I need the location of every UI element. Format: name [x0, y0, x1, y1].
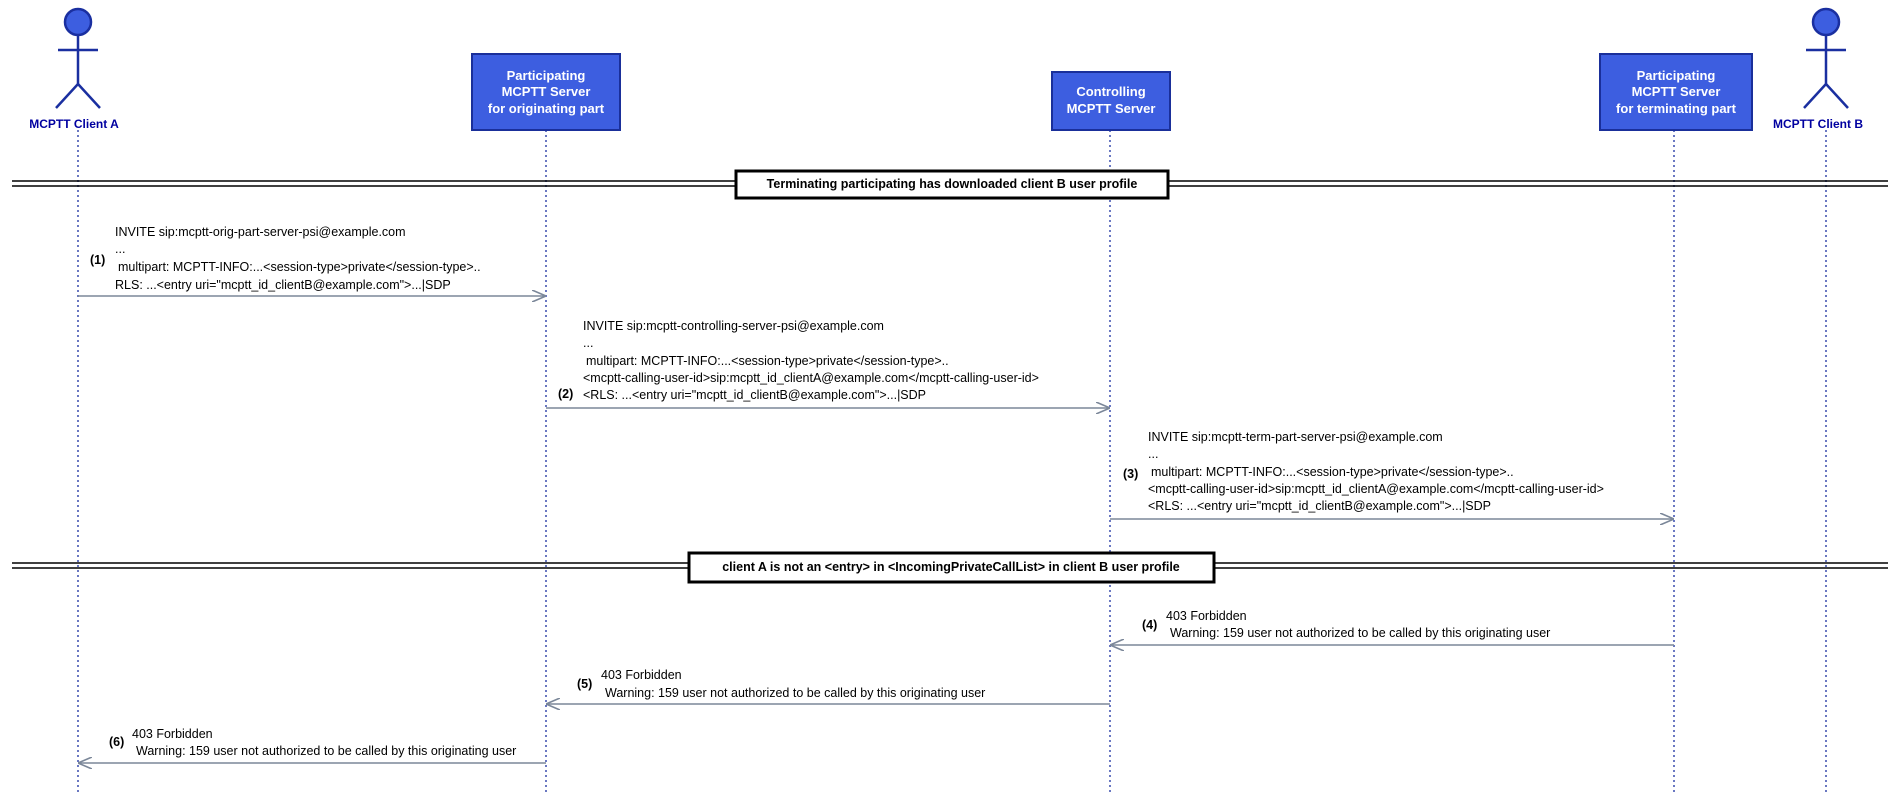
- message-3-number: (3): [1123, 467, 1138, 481]
- orig-server-label-1: Participating: [507, 68, 586, 83]
- message-2-line-3: multipart: MCPTT-INFO:...<session-type>p…: [586, 354, 949, 368]
- term-server-label-3: for terminating part: [1616, 101, 1737, 116]
- note-profile-downloaded: Terminating participating has downloaded…: [12, 169, 1888, 200]
- ctrl-server-label-1: Controlling: [1076, 84, 1145, 99]
- message-3-line-2: ...: [1148, 447, 1158, 461]
- message-1: (1) INVITE sip:mcptt-orig-part-server-ps…: [78, 225, 545, 296]
- message-4-line-2: Warning: 159 user not authorized to be c…: [1170, 626, 1550, 640]
- message-1-line-2: ...: [115, 242, 125, 256]
- message-1-line-1: INVITE sip:mcptt-orig-part-server-psi@ex…: [115, 225, 406, 239]
- message-4-line-1: 403 Forbidden: [1166, 609, 1247, 623]
- ctrl-server-box: Controlling MCPTT Server: [1051, 71, 1171, 131]
- message-3-line-3: multipart: MCPTT-INFO:...<session-type>p…: [1151, 465, 1514, 479]
- message-2-line-1: INVITE sip:mcptt-controlling-server-psi@…: [583, 319, 884, 333]
- message-3-line-1: INVITE sip:mcptt-term-part-server-psi@ex…: [1148, 430, 1443, 444]
- message-5-line-2: Warning: 159 user not authorized to be c…: [605, 686, 985, 700]
- term-server-label-2: MCPTT Server: [1632, 84, 1721, 99]
- message-3-line-5: <RLS: ...<entry uri="mcptt_id_clientB@ex…: [1148, 499, 1491, 513]
- message-5-number: (5): [577, 677, 592, 691]
- message-2-line-5: <RLS: ...<entry uri="mcptt_id_clientB@ex…: [583, 388, 926, 402]
- message-1-number: (1): [90, 253, 105, 267]
- message-3: (3) INVITE sip:mcptt-term-part-server-ps…: [1110, 430, 1673, 519]
- note-2-text: client A is not an <entry> in <IncomingP…: [722, 560, 1180, 574]
- message-4-number: (4): [1142, 618, 1157, 632]
- client-a-label: MCPTT Client A: [29, 117, 119, 131]
- orig-server-label-3: for originating part: [488, 101, 605, 116]
- message-5: (5) 403 Forbidden Warning: 159 user not …: [547, 668, 1110, 704]
- message-2-number: (2): [558, 387, 573, 401]
- client-b-label: MCPTT Client B: [1773, 117, 1863, 131]
- note-not-in-list: client A is not an <entry> in <IncomingP…: [12, 551, 1888, 584]
- term-server-box: Participating MCPTT Server for terminati…: [1599, 53, 1753, 131]
- actor-client-a-icon: [55, 7, 101, 109]
- message-2: (2) INVITE sip:mcptt-controlling-server-…: [546, 319, 1109, 408]
- message-6-line-2: Warning: 159 user not authorized to be c…: [136, 744, 516, 758]
- actor-client-b-icon: [1803, 7, 1849, 109]
- message-3-line-4: <mcptt-calling-user-id>sip:mcptt_id_clie…: [1148, 482, 1604, 496]
- message-2-line-4: <mcptt-calling-user-id>sip:mcptt_id_clie…: [583, 371, 1039, 385]
- message-1-line-4: RLS: ...<entry uri="mcptt_id_clientB@exa…: [115, 278, 451, 292]
- message-5-line-1: 403 Forbidden: [601, 668, 682, 682]
- term-server-label-1: Participating: [1637, 68, 1716, 83]
- message-1-line-3: multipart: MCPTT-INFO:...<session-type>p…: [118, 260, 481, 274]
- message-4: (4) 403 Forbidden Warning: 159 user not …: [1111, 609, 1674, 645]
- ctrl-server-label-2: MCPTT Server: [1067, 101, 1156, 116]
- message-6-line-1: 403 Forbidden: [132, 727, 213, 741]
- message-6-number: (6): [109, 735, 124, 749]
- orig-server-box: Participating MCPTT Server for originati…: [471, 53, 621, 131]
- note-1-text: Terminating participating has downloaded…: [767, 177, 1138, 191]
- message-6: (6) 403 Forbidden Warning: 159 user not …: [79, 727, 546, 763]
- message-2-line-2: ...: [583, 336, 593, 350]
- orig-server-label-2: MCPTT Server: [502, 84, 591, 99]
